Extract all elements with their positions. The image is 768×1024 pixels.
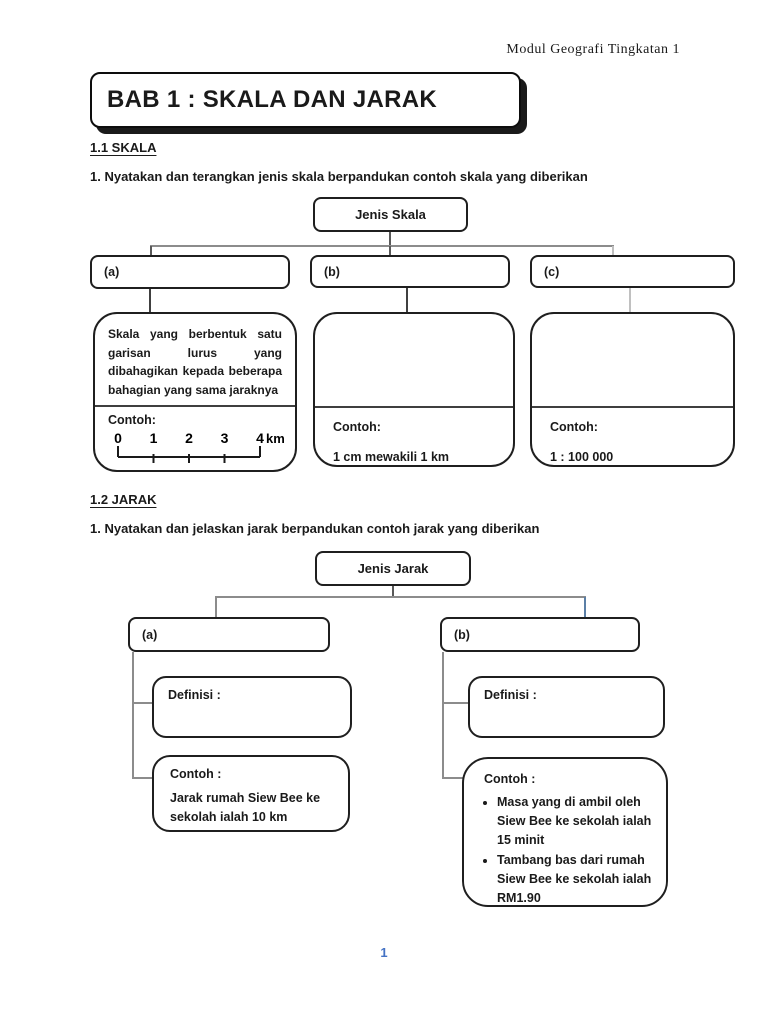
detail-box-skala-b: Contoh: 1 cm mewakili 1 km — [313, 312, 515, 467]
node-jenis-skala: Jenis Skala — [313, 197, 468, 232]
connector-skala-drop-c — [612, 246, 614, 255]
skala-a-description: Skala yang berbentuk satu garisan lurus … — [108, 327, 282, 397]
skala-a-divider — [95, 405, 295, 407]
connector-jarak-b-definisi-branch — [442, 702, 468, 704]
instruction-skala: 1. Nyatakan dan terangkan jenis skala be… — [90, 169, 588, 184]
jarak-option-label-b: (b) — [454, 627, 470, 642]
definisi-box-jarak-a: Definisi : — [152, 676, 352, 738]
option-box-skala-b: (b) — [310, 255, 510, 288]
jarak-b-example-list: Masa yang di ambil oleh Siew Bee ke seko… — [464, 793, 666, 908]
chapter-title: BAB 1 : SKALA DAN JARAK — [107, 86, 438, 113]
scale-ruler-lines — [117, 446, 261, 463]
option-label-c: (c) — [544, 264, 560, 279]
jarak-a-definisi-label: Definisi : — [168, 688, 221, 702]
connector-skala-drop-a — [150, 246, 152, 255]
connector-jarak-drop-a — [215, 597, 217, 617]
jarak-b-definisi-label: Definisi : — [484, 688, 537, 702]
skala-c-divider — [532, 406, 733, 408]
jarak-b-contoh-label: Contoh : — [484, 772, 536, 786]
section-heading-skala: 1.1 SKALA — [90, 140, 157, 155]
connector-jarak-a-definisi-branch — [132, 702, 152, 704]
connector-skala-drop-b — [389, 246, 391, 255]
linear-scale-graphic: 0 1 2 3 4 km — [114, 430, 285, 463]
skala-b-divider — [315, 406, 513, 408]
connector-jarak-b-spine — [442, 652, 444, 779]
page-number: 1 — [380, 945, 388, 960]
chapter-title-banner: BAB 1 : SKALA DAN JARAK — [90, 72, 521, 128]
jarak-a-contoh-label: Contoh : — [170, 767, 222, 781]
option-box-jarak-b: (b) — [440, 617, 640, 652]
scale-tick-3: 3 — [221, 430, 229, 446]
connector-jarak-drop-b — [584, 597, 586, 617]
connector-jarak-horizontal — [215, 596, 586, 598]
node-jenis-jarak: Jenis Jarak — [315, 551, 471, 586]
skala-c-answer-space — [532, 314, 733, 406]
jarak-option-label-a: (a) — [142, 627, 158, 642]
scale-tick-0: 0 — [114, 430, 122, 446]
contoh-box-jarak-b: Contoh : Masa yang di ambil oleh Siew Be… — [462, 757, 668, 907]
jarak-b-example-item: Tambang bas dari rumah Siew Bee ke sekol… — [497, 851, 666, 907]
skala-b-answer-space — [315, 314, 513, 406]
skala-c-contoh-label: Contoh: — [550, 420, 598, 434]
skala-b-contoh-label: Contoh: — [333, 420, 381, 434]
skala-a-contoh-label: Contoh: — [108, 413, 156, 427]
connector-jarak-a-spine — [132, 652, 134, 779]
connector-a-detail-drop — [149, 289, 151, 312]
option-box-skala-a: (a) — [90, 255, 290, 289]
option-label-a: (a) — [104, 265, 120, 279]
jarak-b-example-item: Masa yang di ambil oleh Siew Bee ke seko… — [497, 793, 666, 849]
detail-box-skala-a: Skala yang berbentuk satu garisan lurus … — [93, 312, 297, 472]
connector-skala-root-drop — [389, 232, 391, 245]
running-header: Modul Geografi Tingkatan 1 — [506, 42, 680, 57]
detail-box-skala-c: Contoh: 1 : 100 000 — [530, 312, 735, 467]
option-label-b: (b) — [324, 264, 340, 279]
connector-jarak-b-contoh-branch — [442, 777, 463, 779]
connector-jarak-root-drop — [392, 586, 394, 597]
connector-jarak-a-contoh-branch — [132, 777, 152, 779]
connector-skala-horizontal — [150, 245, 614, 247]
option-box-skala-c: (c) — [530, 255, 735, 288]
node-jenis-skala-label: Jenis Skala — [355, 207, 426, 222]
skala-c-example: 1 : 100 000 — [550, 450, 614, 464]
section-heading-jarak: 1.2 JARAK — [90, 492, 157, 507]
option-box-jarak-a: (a) — [128, 617, 330, 652]
scale-tick-4: 4 — [256, 430, 264, 446]
instruction-jarak: 1. Nyatakan dan jelaskan jarak berpanduk… — [90, 521, 540, 536]
jarak-a-example: Jarak rumah Siew Bee ke sekolah ialah 10… — [170, 791, 321, 824]
connector-c-detail-drop — [629, 288, 631, 312]
scale-tick-2: 2 — [185, 430, 193, 446]
node-jenis-jarak-label: Jenis Jarak — [357, 561, 429, 576]
connector-b-detail-drop — [406, 288, 408, 312]
contoh-box-jarak-a: Contoh : Jarak rumah Siew Bee ke sekolah… — [152, 755, 350, 832]
scale-unit-label: km — [266, 431, 285, 446]
definisi-box-jarak-b: Definisi : — [468, 676, 665, 738]
skala-b-example: 1 cm mewakili 1 km — [333, 450, 450, 464]
scale-tick-1: 1 — [150, 430, 158, 446]
